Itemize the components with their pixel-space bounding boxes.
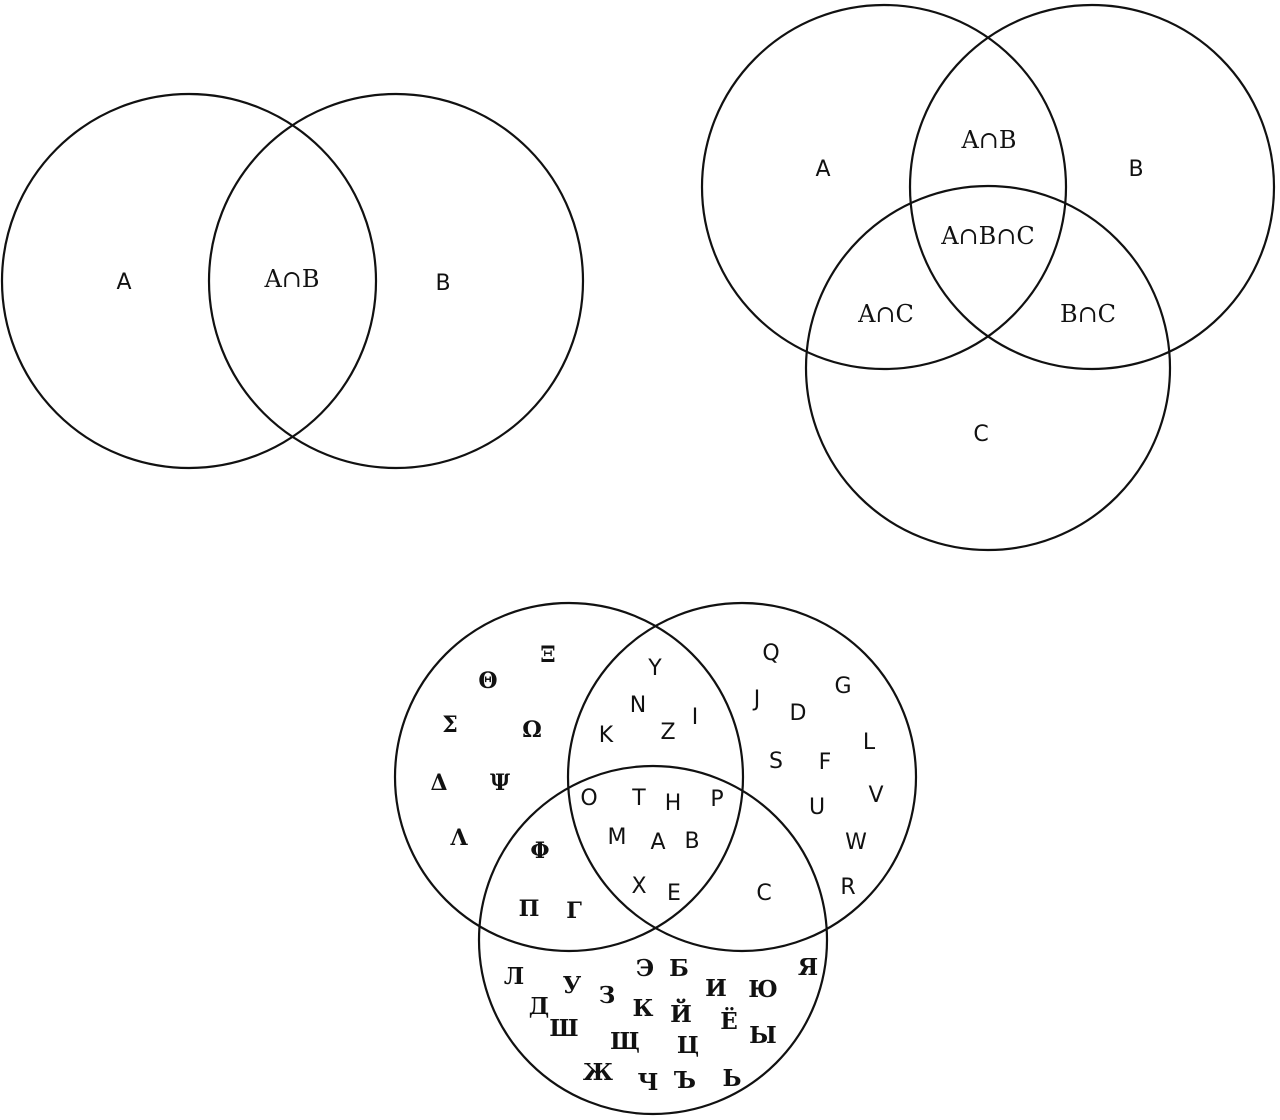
letter-greek-only: Σ: [442, 712, 458, 738]
letter-cyrillic-only: Ё: [720, 1007, 738, 1035]
letter-latin-only: G: [834, 674, 851, 699]
set-c-circle: [804, 184, 1172, 552]
letter-greek-only: Λ: [449, 825, 468, 851]
letter-cyrillic-only: Ш: [549, 1015, 578, 1042]
two-set-venn-diagram: A A∩B B: [0, 92, 585, 470]
letter-greek-and-cyrillic: Φ: [530, 838, 549, 864]
letter-cyrillic-only: Д: [529, 993, 549, 1020]
three-set-venn-diagram: A A∩B B A∩B∩C A∩C B∩C C: [700, 3, 1276, 552]
letter-latin-only: J: [752, 687, 761, 712]
letter-cyrillic-only: Ю: [748, 976, 778, 1003]
letter-latin-only: S: [769, 749, 783, 774]
intersection-ac-label: A∩C: [857, 300, 914, 328]
letter-cyrillic-only: Ъ: [674, 1067, 696, 1094]
letter-cyrillic-only: Ц: [677, 1032, 699, 1059]
intersection-ab-label: A∩B: [263, 265, 319, 293]
letter-all-three: H: [665, 791, 682, 816]
letter-greek-only: Ξ: [540, 642, 555, 668]
letter-all-three: B: [684, 829, 699, 854]
cyrillic-alphabet-circle: [477, 764, 829, 1116]
letter-greek-and-latin: Z: [660, 720, 675, 745]
letter-cyrillic-only: Ь: [723, 1065, 742, 1092]
latin-alphabet-circle: [566, 601, 918, 953]
letter-cyrillic-only: К: [633, 995, 654, 1022]
set-b-label: B: [1128, 157, 1143, 182]
letter-all-three: X: [631, 874, 646, 899]
letter-greek-and-latin: I: [692, 705, 699, 730]
letter-greek-only: Δ: [430, 770, 447, 796]
set-a-label: A: [116, 270, 131, 295]
letter-cyrillic-only: И: [705, 975, 727, 1002]
letter-cyrillic-only: Б: [669, 955, 689, 982]
letter-greek-and-latin: N: [630, 693, 646, 718]
letter-latin-only: D: [790, 701, 807, 726]
letter-greek-only: Θ: [478, 668, 497, 694]
set-a-circle: [700, 3, 1068, 371]
letter-cyrillic-only: Э: [636, 955, 654, 982]
letter-cyrillic-only: Ж: [583, 1059, 613, 1086]
set-a-label: A: [815, 157, 830, 182]
letter-all-three: P: [710, 787, 723, 812]
letter-all-three: M: [608, 825, 627, 850]
letter-greek-and-latin: K: [599, 723, 614, 748]
letter-greek-only: Ψ: [490, 770, 510, 796]
letter-cyrillic-only: Й: [670, 999, 692, 1028]
set-a-circle: [0, 92, 378, 470]
letter-latin-only: R: [840, 875, 855, 900]
greek-alphabet-circle: [393, 601, 745, 953]
set-b-circle: [908, 3, 1276, 371]
letter-latin-only: L: [863, 730, 876, 755]
letter-all-three: A: [650, 830, 665, 855]
letter-latin-only: Q: [762, 641, 779, 666]
letter-latin-and-cyrillic: C: [756, 881, 771, 906]
letter-latin-only: V: [868, 783, 883, 808]
letter-all-three: T: [631, 786, 646, 811]
letter-cyrillic-only: З: [599, 982, 616, 1009]
letter-cyrillic-only: Ч: [637, 1069, 658, 1096]
letter-cyrillic-only: У: [563, 972, 582, 999]
intersection-bc-label: B∩C: [1060, 300, 1116, 328]
letter-greek-and-cyrillic: Γ: [566, 898, 582, 924]
letter-cyrillic-only: Щ: [610, 1028, 640, 1055]
set-b-circle: [207, 92, 585, 470]
letter-latin-only: W: [845, 830, 867, 855]
intersection-abc-label: A∩B∩C: [940, 222, 1035, 250]
letter-greek-and-latin: Y: [647, 656, 662, 681]
letter-cyrillic-only: Ы: [749, 1022, 777, 1049]
set-b-label: B: [435, 271, 450, 296]
letter-all-three: E: [667, 881, 681, 906]
letter-latin-only: F: [819, 750, 832, 775]
intersection-ab-label: A∩B: [960, 126, 1016, 154]
letter-cyrillic-only: Л: [504, 963, 524, 990]
set-c-label: C: [973, 422, 988, 447]
letter-latin-only: U: [809, 795, 825, 820]
letter-greek-and-cyrillic: Π: [519, 896, 540, 922]
letter-greek-only: Ω: [522, 717, 542, 743]
letter-cyrillic-only: Я: [798, 954, 818, 981]
letter-all-three: O: [580, 786, 597, 811]
